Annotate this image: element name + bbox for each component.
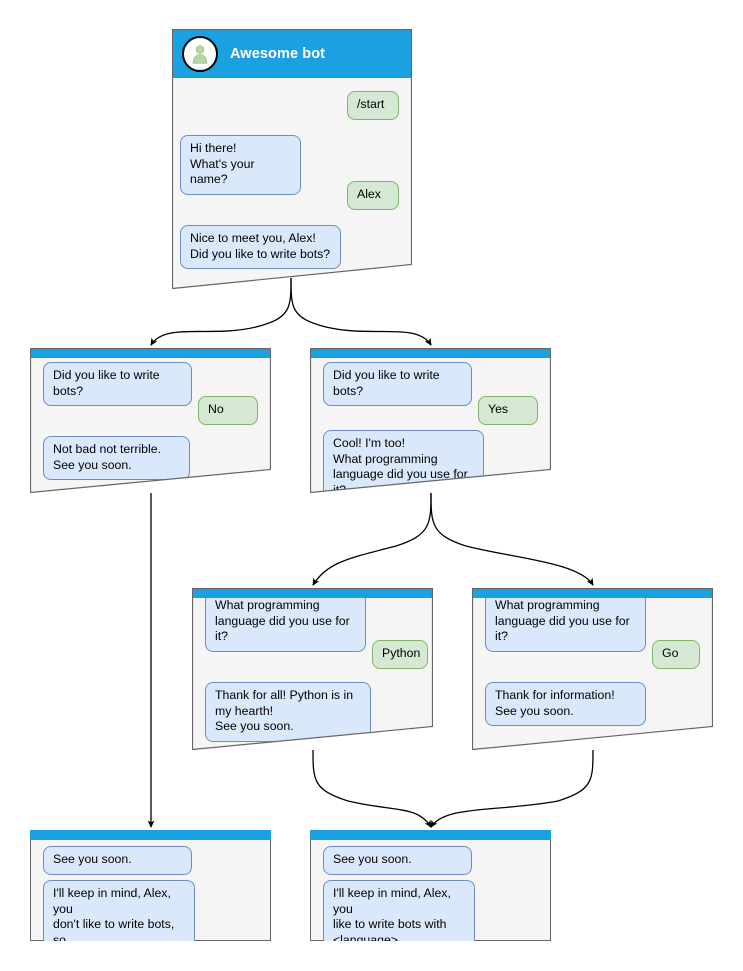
message-bubble-bot[interactable]: Not bad not terrible. See you soon. [43,436,190,480]
card-header-root: Awesome bot [172,29,412,78]
card-header [192,588,433,598]
message-bubble-bot[interactable]: Hi there! What's your name? [180,135,301,195]
chat-card-python-branch[interactable]: What programming language did you use fo… [192,588,433,750]
card-body: See you soon. I'll keep in mind, Alex, y… [310,840,551,941]
card-header [30,830,271,840]
edge-python-to-end-happy [312,749,432,828]
edge-go-to-end-happy [430,749,594,828]
message-bubble-user[interactable]: Alex [347,181,399,210]
card-body: See you soon. I'll keep in mind, Alex, y… [30,840,271,941]
message-bubble-bot[interactable]: I'll keep in mind, Alex, you like to wri… [323,880,475,941]
chat-card-go-branch[interactable]: What programming language did you use fo… [472,588,713,750]
message-bubble-bot[interactable]: Did you like to write bots? [43,362,192,406]
card-body: Did you like to write bots? No Not bad n… [30,358,271,493]
card-header [310,830,551,840]
card-body: Did you like to write bots? Yes Cool! I'… [310,358,551,493]
person-glyph [192,44,208,64]
edge-yes-to-go [430,492,594,586]
card-header [310,348,551,358]
card-header [30,348,271,358]
message-bubble-bot[interactable]: See you soon. [43,846,192,875]
chat-card-yes-branch[interactable]: Did you like to write bots? Yes Cool! I'… [310,348,551,493]
message-bubble-user[interactable]: Go [652,640,700,669]
message-bubble-bot[interactable]: What programming language did you use fo… [485,598,646,652]
message-bubble-bot[interactable]: Thank for information! See you soon. [485,682,646,726]
person-avatar-icon [182,35,218,72]
card-body: What programming language did you use fo… [472,598,713,750]
message-bubble-user[interactable]: /start [347,91,399,120]
message-bubble-bot[interactable]: I'll keep in mind, Alex, you don't like … [43,880,195,941]
edge-yes-to-python [312,492,432,586]
chat-card-no-branch[interactable]: Did you like to write bots? No Not bad n… [30,348,271,493]
message-bubble-user[interactable]: No [198,396,258,425]
message-bubble-user[interactable]: Yes [478,396,538,425]
card-body-root: /start Hi there! What's your name? Alex … [172,78,412,289]
message-bubble-bot[interactable]: What programming language did you use fo… [205,598,366,652]
message-bubble-bot[interactable]: Thank for all! Python is in my hearth! S… [205,682,371,742]
card-body: What programming language did you use fo… [192,598,433,750]
chat-card-end-sad[interactable]: See you soon. I'll keep in mind, Alex, y… [30,830,271,941]
message-bubble-bot[interactable]: See you soon. [323,846,472,875]
chat-card-root[interactable]: Awesome bot /start Hi there! What's your… [172,29,412,289]
bot-title: Awesome bot [230,45,326,62]
message-bubble-bot[interactable]: Nice to meet you, Alex! Did you like to … [180,225,341,269]
card-header [472,588,713,598]
message-bubble-bot[interactable]: Did you like to write bots? [323,362,472,406]
message-bubble-user[interactable]: Python [372,640,428,669]
chat-card-end-happy[interactable]: See you soon. I'll keep in mind, Alex, y… [310,830,551,941]
